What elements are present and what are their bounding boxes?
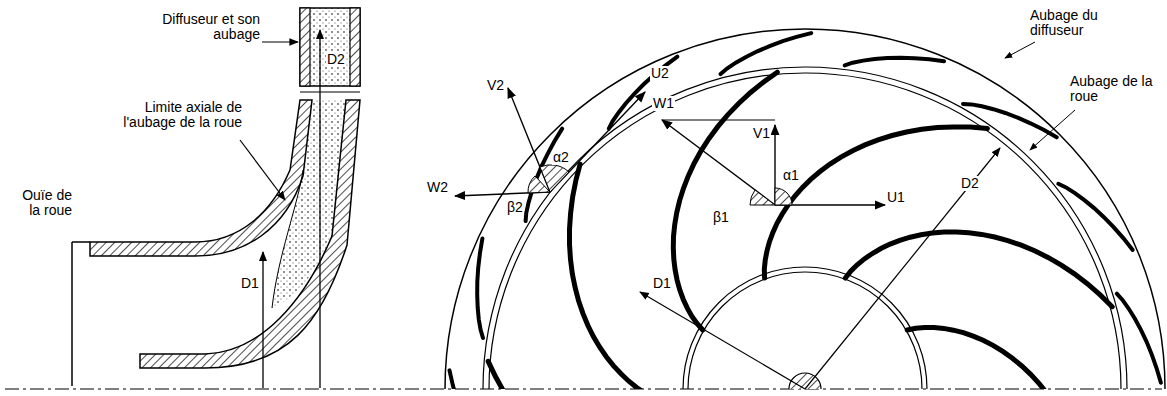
impeller-blade: [570, 164, 689, 389]
symbol-label: β1: [712, 210, 730, 225]
symbol-label: V2: [486, 78, 505, 93]
part-label: Aubage de la roue: [1070, 74, 1160, 104]
velocity-triangles: [455, 42, 1075, 389]
impeller-blade: [907, 327, 1093, 389]
section-view: [72, 8, 360, 388]
diffuser-vane: [721, 33, 812, 74]
symbol-label: D2: [960, 176, 980, 191]
symbol-label: U2: [650, 66, 670, 81]
symbol-label: α2: [552, 150, 570, 165]
symbol-label: W1: [652, 96, 675, 111]
symbol-label: D1: [652, 276, 672, 291]
symbol-label: W2: [426, 180, 449, 195]
part-label: Limite axiale de l'aubage de la roue: [92, 100, 242, 130]
symbol-label: V1: [752, 126, 771, 141]
diffuser-vane: [1058, 184, 1132, 250]
impeller-blade: [764, 127, 987, 278]
impeller-blade: [845, 232, 1112, 307]
impeller-blade: [488, 361, 729, 389]
diffuser-vane: [477, 239, 483, 339]
front-view: [445, 29, 1165, 389]
diffuser-vane: [845, 58, 944, 66]
symbol-label: D2: [326, 52, 346, 67]
diffuser-vane: [609, 57, 678, 129]
diffuser-vane: [1117, 294, 1161, 383]
axis-line: [5, 389, 1162, 390]
part-label: Ouïe de la roue: [12, 188, 72, 218]
symbol-label: D1: [240, 276, 260, 291]
diffuser-vane: [963, 104, 1057, 137]
impeller-blade: [673, 72, 777, 330]
symbol-label: U1: [886, 190, 906, 205]
part-label: Aubage du diffuseur: [1030, 8, 1140, 38]
symbol-label: β2: [506, 200, 524, 215]
diffuser-vane: [450, 370, 488, 389]
symbol-label: α1: [782, 168, 800, 183]
part-label: Diffuseur et son aubage: [150, 12, 260, 42]
